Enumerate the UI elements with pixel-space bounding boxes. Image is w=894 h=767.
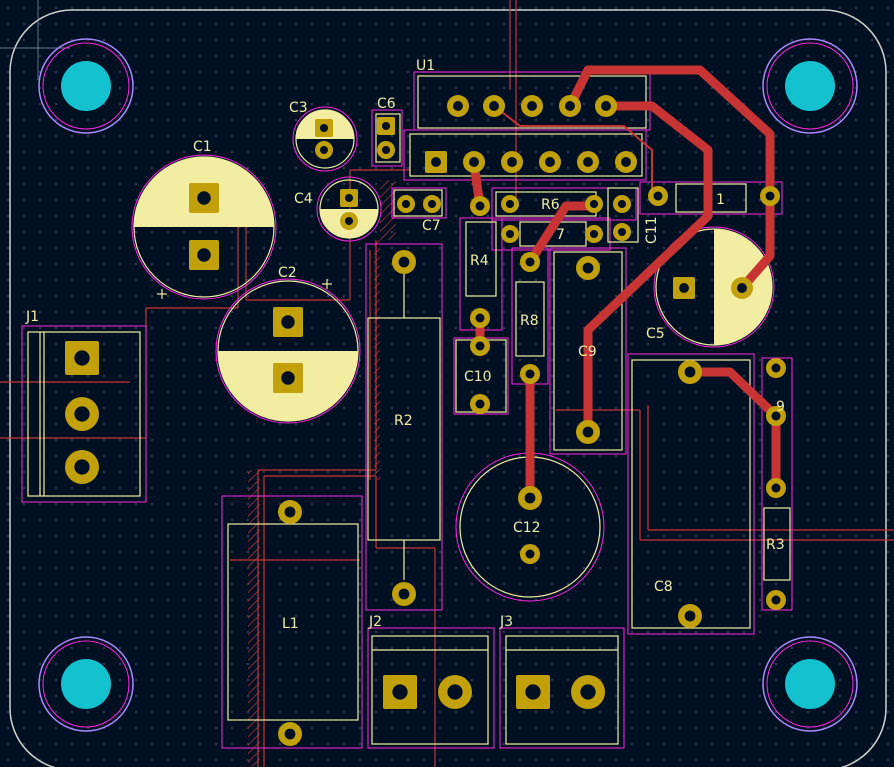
- label-C6: C6: [377, 96, 396, 112]
- label-C4: C4: [294, 191, 313, 207]
- label-C10: C10: [464, 369, 492, 385]
- label-C1: C1: [193, 139, 212, 155]
- label-C2: C2: [278, 265, 297, 281]
- label-R6: R6: [541, 197, 560, 213]
- label-J3: J3: [499, 614, 513, 630]
- thin-tracks: [493, 105, 653, 194]
- label-C8: C8: [654, 579, 673, 595]
- label-J1: J1: [25, 309, 39, 325]
- label-C11: C11: [644, 216, 660, 244]
- mounting-hole-br: [762, 636, 858, 732]
- label-U1: U1: [416, 58, 435, 74]
- label-J2: J2: [368, 614, 382, 630]
- label-C12: C12: [513, 520, 541, 536]
- label-R9: 9: [776, 399, 785, 415]
- mounting-hole-tl: [38, 38, 134, 134]
- courtyards: [21, 71, 793, 749]
- mounting-hole-bl: [38, 636, 134, 732]
- label-R8: R8: [520, 313, 539, 329]
- reference-labels: U1 C1 C2 C3 C4 C5 C6 C7 C8 C9 C10 C11 C1…: [25, 58, 785, 632]
- label-R2: R2: [394, 413, 413, 429]
- label-C9: C9: [578, 344, 597, 360]
- mounting-holes: [38, 38, 858, 732]
- mounting-hole-tr: [762, 38, 858, 134]
- label-R4: R4: [470, 253, 489, 269]
- label-C5: C5: [646, 326, 665, 342]
- pads: [65, 95, 786, 746]
- label-R3: R3: [766, 537, 785, 553]
- label-R7: 7: [556, 227, 565, 243]
- label-C7: C7: [422, 218, 441, 234]
- board-outline: [9, 9, 887, 767]
- label-L1: L1: [282, 616, 299, 632]
- label-R1: 1: [716, 192, 725, 208]
- label-C3: C3: [289, 100, 308, 116]
